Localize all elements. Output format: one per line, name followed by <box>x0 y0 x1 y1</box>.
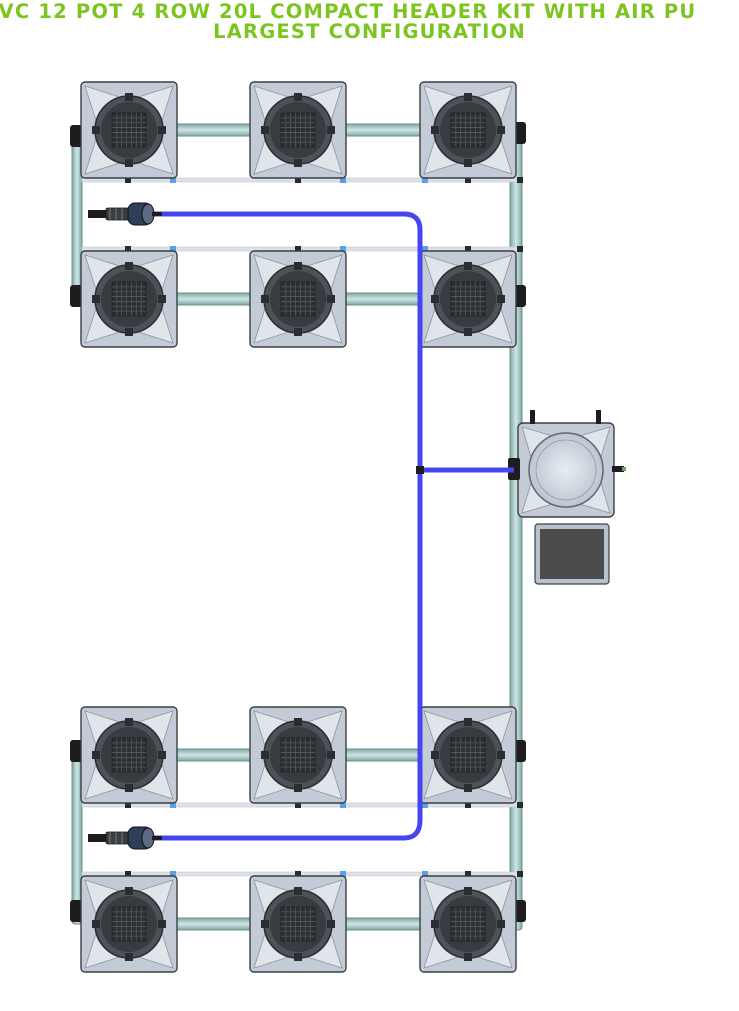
pipes-layer <box>70 122 526 931</box>
pot-icon <box>249 875 347 973</box>
header-layer <box>508 410 626 585</box>
pot-icon <box>249 81 347 179</box>
pot-icon <box>419 250 517 348</box>
air-line-layer <box>88 202 514 850</box>
feed-clip-icon <box>465 246 471 252</box>
feed-fitting-icon <box>170 246 176 252</box>
feed-clip-icon <box>517 177 523 183</box>
feed-clip-icon <box>295 246 301 252</box>
feed-fitting-icon <box>340 177 346 183</box>
pot-icon <box>249 706 347 804</box>
diagram-subtitle: LARGEST CONFIGURATION <box>213 20 526 43</box>
feed-fitting-icon <box>340 246 346 252</box>
air-tee-icon <box>416 466 424 474</box>
air-stone-icon <box>88 826 162 850</box>
air-line-main <box>150 211 423 841</box>
feed-clip-icon <box>295 802 301 808</box>
feed-fitting-icon <box>422 246 428 252</box>
pot-icon <box>80 81 178 179</box>
pot-icon <box>80 706 178 804</box>
feed-fitting-icon <box>170 871 176 877</box>
pot-icon <box>419 875 517 973</box>
feed-clip-icon <box>517 246 523 252</box>
pot-icon <box>419 706 517 804</box>
pot-icon <box>80 875 178 973</box>
feed-fitting-icon <box>422 177 428 183</box>
feed-clip-icon <box>517 802 523 808</box>
feed-clip-icon <box>125 802 131 808</box>
pot-icon <box>80 250 178 348</box>
feed-clip-icon <box>517 871 523 877</box>
feed-clip-icon <box>125 177 131 183</box>
feed-clip-icon <box>295 177 301 183</box>
control-panel-icon <box>534 523 610 585</box>
feed-fitting-icon <box>170 177 176 183</box>
title-block: VC 12 POT 4 ROW 20L COMPACT HEADER KIT W… <box>0 0 739 46</box>
pot-icon <box>249 250 347 348</box>
diagram-title: VC 12 POT 4 ROW 20L COMPACT HEADER KIT W… <box>0 0 697 23</box>
feed-clip-icon <box>465 802 471 808</box>
pot-icon <box>419 81 517 179</box>
air-stone-icon <box>88 202 162 226</box>
pots-layer <box>80 81 517 973</box>
feed-clip-icon <box>295 871 301 877</box>
feed-clip-icon <box>125 246 131 252</box>
feed-fitting-icon <box>170 802 176 808</box>
feed-clip-icon <box>465 871 471 877</box>
feed-clip-icon <box>465 177 471 183</box>
feed-fitting-icon <box>422 802 428 808</box>
header-tank-icon <box>508 410 626 518</box>
feed-clip-icon <box>125 871 131 877</box>
feed-fitting-icon <box>340 802 346 808</box>
feed-fitting-icon <box>422 871 428 877</box>
feed-fitting-icon <box>340 871 346 877</box>
